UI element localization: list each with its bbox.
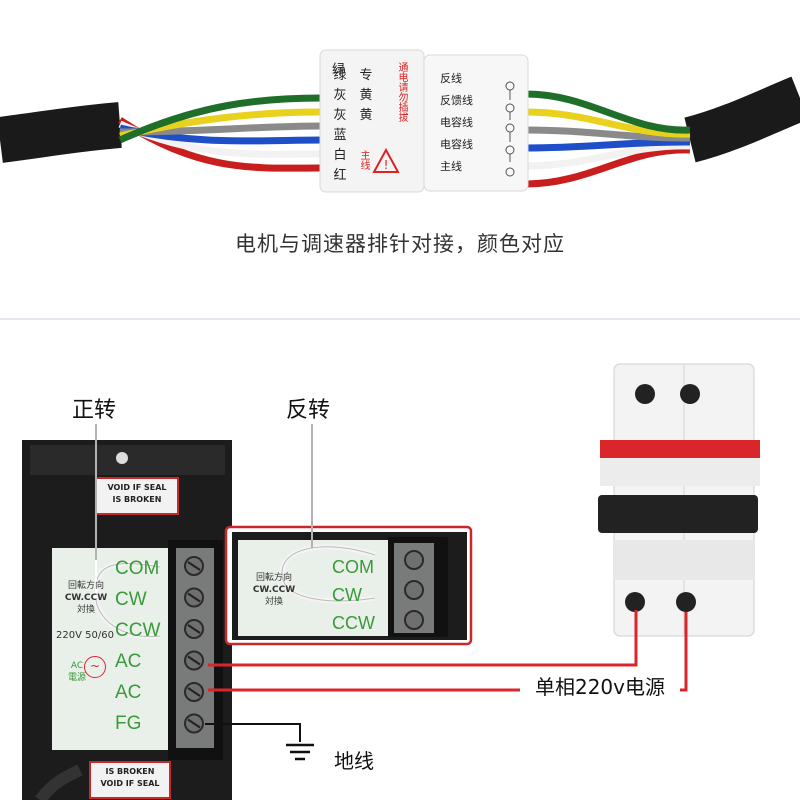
seal-text-bottom: IS BROKEN VOID IF SEAL bbox=[92, 766, 168, 790]
seal-line: IS BROKEN bbox=[105, 767, 155, 776]
power-label-box bbox=[520, 672, 680, 702]
pin-label: 反线 bbox=[440, 72, 462, 85]
warning-icon bbox=[372, 147, 400, 173]
inset-terminal-label-ccw: CCW bbox=[332, 613, 375, 633]
dir-line: 対換 bbox=[264, 597, 283, 607]
ground-icon bbox=[286, 743, 314, 761]
circuit-breaker bbox=[598, 363, 760, 637]
color-label: 灰 bbox=[333, 88, 347, 103]
right-wire-bundle bbox=[525, 90, 691, 188]
inset-terminal-label-cw: CW bbox=[332, 585, 362, 605]
pin-label: 反馈线 bbox=[440, 94, 473, 107]
seal-line: VOID IF SEAL bbox=[107, 483, 167, 492]
ground-label: 地线 bbox=[334, 749, 374, 773]
color-label-green: 绿 bbox=[329, 62, 344, 75]
seal-line: VOID IF SEAL bbox=[100, 779, 160, 788]
ac-line: 電源 bbox=[67, 673, 86, 683]
warning-text: 通电请勿插拔 bbox=[396, 62, 407, 122]
power-wire-n-b bbox=[680, 612, 688, 692]
wire-left bbox=[118, 94, 323, 144]
power-label: 单相220v电源 bbox=[534, 675, 665, 699]
wire-right bbox=[525, 108, 691, 138]
ac-line: AC bbox=[70, 661, 84, 671]
dir-line: CW.CCW bbox=[64, 593, 108, 603]
color-label: 专 bbox=[359, 68, 373, 83]
pin-markers bbox=[505, 81, 515, 177]
wire-right bbox=[525, 126, 691, 142]
wire-right bbox=[525, 90, 691, 134]
pin-label: 主线 bbox=[440, 160, 462, 173]
connector-photo: ! 绿 绿 灰 灰 蓝 白 红 专 黄 黄 主线 通电请勿插拔 反线 反馈线 电… bbox=[0, 0, 800, 318]
ac-source-icon: ~ bbox=[84, 656, 106, 678]
wire-right bbox=[525, 146, 691, 188]
left-cable bbox=[0, 102, 122, 163]
caption-text: 电机与调速器排针对接，颜色对应 bbox=[235, 232, 565, 256]
terminal-label-com: COM bbox=[115, 558, 160, 579]
seal-text-top: VOID IF SEAL IS BROKEN bbox=[98, 482, 176, 506]
connector-color-labels-b: 专 黄 黄 bbox=[356, 66, 376, 126]
color-label: 蓝 bbox=[333, 128, 347, 143]
connector-right-housing bbox=[423, 54, 529, 192]
voltage-label: 220V 50/60 bbox=[56, 630, 114, 641]
seal-line: IS BROKEN bbox=[112, 495, 162, 504]
inset-terminal-screw bbox=[404, 580, 424, 600]
ac-label: AC 電源 bbox=[62, 660, 92, 684]
inset-terminal-screw bbox=[404, 550, 424, 570]
inset-direction-label: 回転方向 CW.CCW 対換 bbox=[244, 572, 304, 608]
reverse-label: 反转 bbox=[286, 398, 331, 423]
terminal-screws bbox=[184, 556, 204, 734]
mount-hole bbox=[116, 452, 128, 464]
left-wire-bundle bbox=[118, 94, 323, 172]
pin-label: 电容线 bbox=[440, 116, 473, 129]
color-label: 灰 bbox=[333, 108, 347, 123]
dir-line: CW.CCW bbox=[252, 585, 296, 595]
section-divider bbox=[0, 318, 800, 320]
color-label: 绿 bbox=[333, 68, 347, 83]
cable-connector-illustration: ! bbox=[0, 49, 800, 193]
terminal-label-cw: CW bbox=[115, 589, 147, 610]
inset-terminal-screw bbox=[404, 610, 424, 630]
forward-label: 正转 bbox=[72, 398, 117, 423]
terminal-label-fg: FG bbox=[115, 713, 142, 734]
direction-label: 回転方向 CW.CCW 対換 bbox=[56, 580, 116, 616]
dir-line: 回転方向 bbox=[255, 573, 292, 583]
wire-right bbox=[525, 142, 691, 170]
dir-line: 対換 bbox=[76, 605, 95, 615]
inset-terminal-labels: COM CW CCW bbox=[332, 553, 386, 637]
terminal-labels: COM CW CCW AC AC FG bbox=[115, 553, 167, 739]
inset-label bbox=[238, 540, 388, 636]
power-wire-l bbox=[208, 610, 638, 667]
connector-left-label-col1: 绿 bbox=[329, 62, 344, 75]
pin-labels: 反线 反馈线 电容线 电容线 主线 bbox=[440, 68, 490, 178]
right-cable bbox=[684, 76, 800, 163]
color-label: 黄 bbox=[359, 108, 373, 123]
power-cord bbox=[35, 764, 83, 800]
controller-front-label bbox=[52, 548, 180, 750]
color-label: 红 bbox=[333, 168, 347, 183]
wire-right bbox=[525, 138, 691, 152]
pin-label: 电容线 bbox=[440, 138, 473, 151]
color-label: 白 bbox=[333, 148, 347, 163]
inset-terminal-label-com: COM bbox=[332, 557, 374, 577]
wiring-diagram bbox=[22, 363, 760, 800]
color-label: 黄 bbox=[359, 88, 373, 103]
main-wire-mark: 主线 bbox=[358, 150, 369, 170]
inset-terminal-screws bbox=[404, 550, 424, 630]
terminal-label-ac2: AC bbox=[115, 682, 142, 703]
svg-text:!: ! bbox=[384, 158, 389, 172]
ground-wire bbox=[205, 723, 301, 742]
seal-sticker-bottom bbox=[89, 761, 171, 799]
dir-line: 回転方向 bbox=[67, 581, 104, 591]
terminal-label-ccw: CCW bbox=[115, 620, 161, 641]
connector-color-labels-a: 绿 灰 灰 蓝 白 红 bbox=[330, 66, 350, 186]
terminal-label-ac1: AC bbox=[115, 651, 142, 672]
